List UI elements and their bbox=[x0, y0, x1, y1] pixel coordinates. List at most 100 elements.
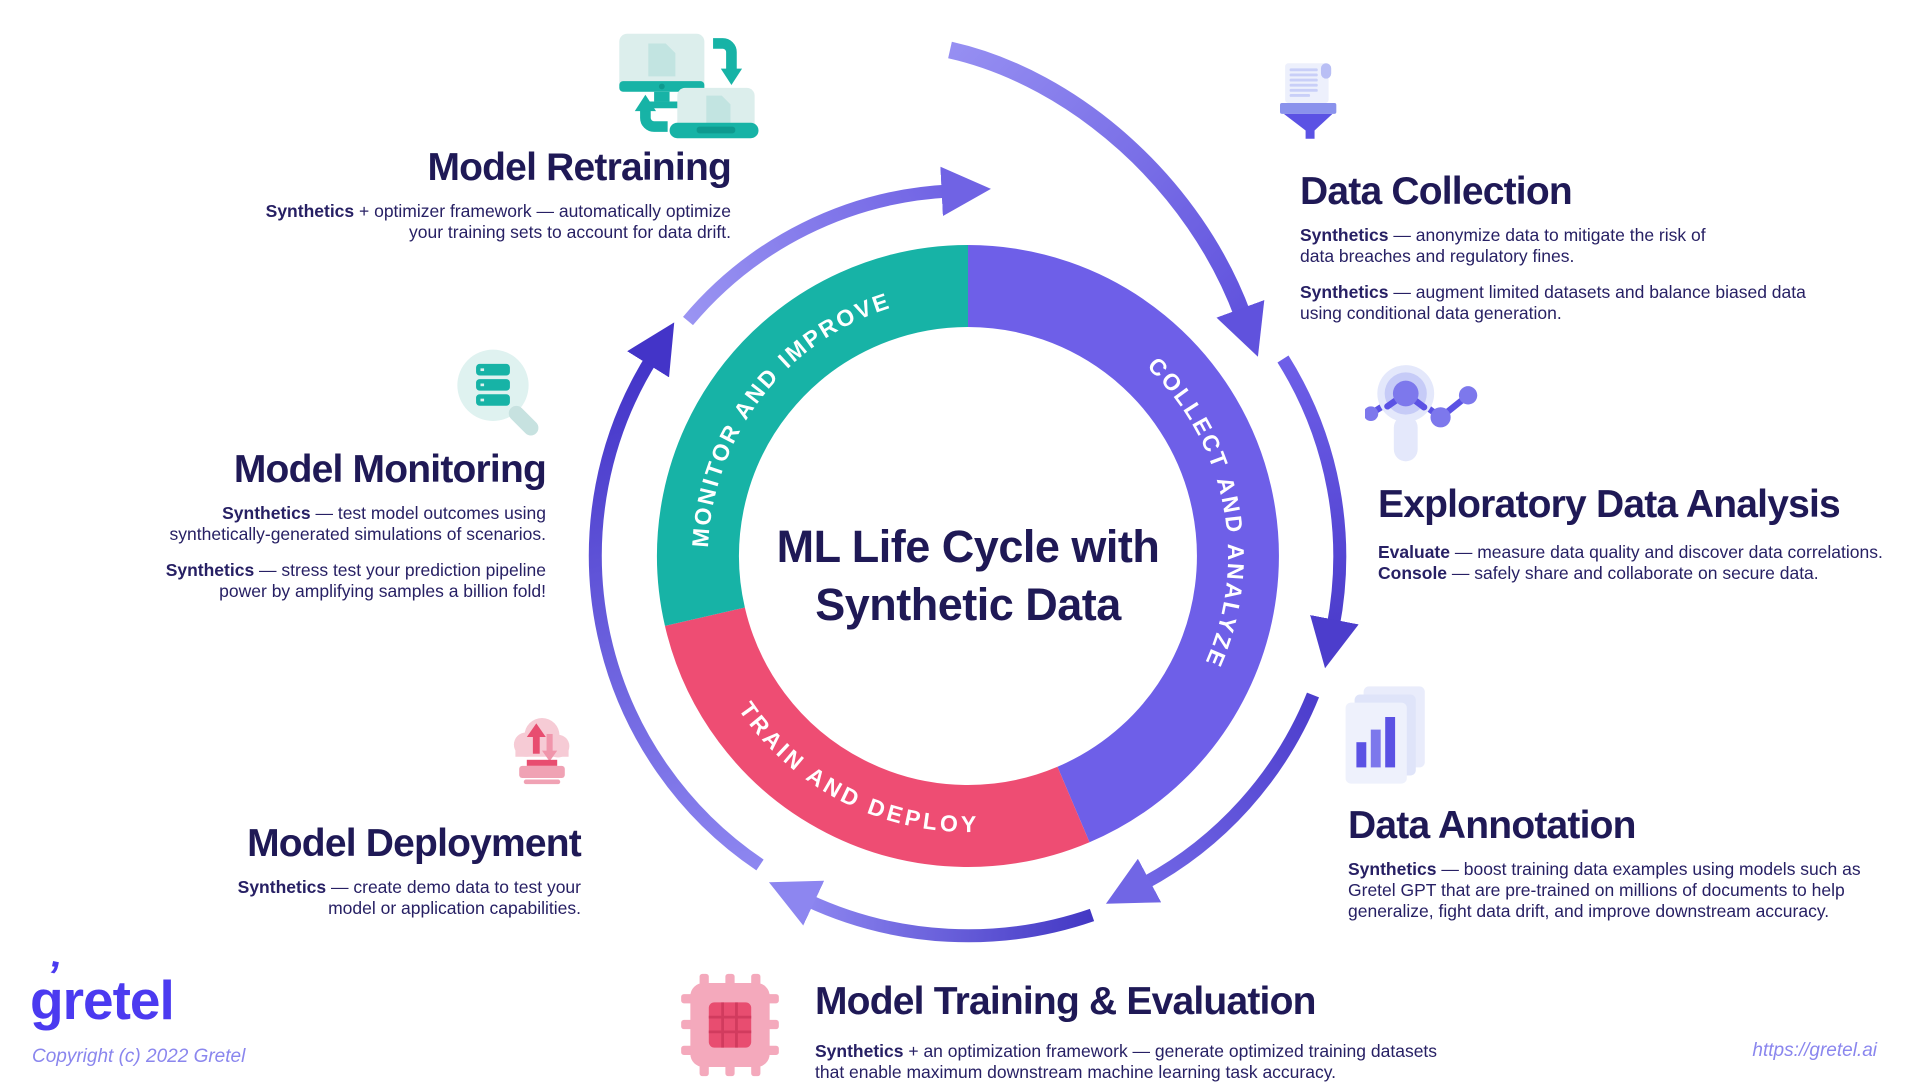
diagram-title: ML Life Cycle with Synthetic Data bbox=[608, 518, 1328, 634]
paragraph: Synthetics — boost training data example… bbox=[1348, 859, 1920, 922]
text-line: Synthetics — test model outcomes using bbox=[26, 503, 546, 524]
section-model-deployment: Model Deployment Synthetics — create dem… bbox=[61, 822, 582, 919]
text-line: model or application capabilities. bbox=[61, 898, 581, 919]
lead-word: Console bbox=[1378, 563, 1448, 583]
section-model-training-evaluation: Model Training & Evaluation Synthetics +… bbox=[815, 980, 1535, 1083]
scatter-magnifier-icon bbox=[1365, 365, 1478, 462]
paragraph: Synthetics + an optimization framework —… bbox=[815, 1041, 1535, 1083]
section-title-model-monitoring: Model Monitoring bbox=[233, 448, 547, 491]
database-magnifier-icon bbox=[457, 349, 539, 436]
paragraph: Evaluate — measure data quality and disc… bbox=[1378, 542, 1920, 584]
lead-word: Synthetics bbox=[165, 560, 255, 580]
line-text: — augment limited datasets and balance b… bbox=[1388, 282, 1806, 302]
cycle-arrow-top-left-icon bbox=[683, 166, 991, 326]
paragraph: Synthetics — augment limited datasets an… bbox=[1300, 282, 1900, 324]
cycle-arrow-top-icon bbox=[948, 41, 1265, 357]
section-model-monitoring: Model Monitoring Synthetics — test model… bbox=[26, 448, 547, 602]
lead-word: Synthetics bbox=[265, 201, 355, 221]
monitors-sync-icon bbox=[619, 33, 759, 139]
text-line: using conditional data generation. bbox=[1300, 303, 1900, 324]
text-line: Synthetics + an optimization framework —… bbox=[815, 1041, 1535, 1062]
text-line: Synthetics — stress test your prediction… bbox=[26, 560, 546, 581]
line-text: — stress test your prediction pipeline bbox=[254, 560, 546, 580]
line-text: generalize, fight data drift, and improv… bbox=[1348, 901, 1830, 921]
text-line: your training sets to account for data d… bbox=[171, 222, 731, 243]
line-text: — safely share and collaborate on secure… bbox=[1447, 563, 1819, 583]
document-funnel-shapes bbox=[1280, 63, 1337, 139]
line-text: + an optimization framework — generate o… bbox=[903, 1041, 1438, 1061]
ring-segment-monitor-improve bbox=[657, 245, 969, 626]
line-text: — boost training data examples using mod… bbox=[1436, 859, 1861, 879]
text-line: Synthetics + optimizer framework — autom… bbox=[171, 201, 731, 222]
paragraph: Synthetics — test model outcomes using s… bbox=[26, 503, 546, 545]
cycle-arrow-left-icon bbox=[588, 322, 764, 871]
text-line: synthetically-generated simulations of s… bbox=[26, 524, 546, 545]
lead-word: Synthetics bbox=[1300, 225, 1389, 245]
chip-shapes bbox=[681, 973, 779, 1077]
cloud-transfer-shapes bbox=[513, 718, 570, 785]
section-model-retraining: Model Retraining Synthetics + optimizer … bbox=[171, 146, 732, 243]
lead-word: Evaluate bbox=[1378, 542, 1450, 562]
diagram-title-line2: Synthetic Data bbox=[815, 579, 1121, 630]
document-funnel-icon bbox=[1280, 63, 1337, 139]
chip-icon bbox=[681, 973, 779, 1077]
line-text: that enable maximum downstream machine l… bbox=[815, 1062, 1337, 1082]
section-title-data-annotation: Data Annotation bbox=[1348, 804, 1637, 847]
section-exploratory-data-analysis: Exploratory Data Analysis Evaluate — mea… bbox=[1378, 483, 1920, 584]
section-body-model-deployment: Synthetics — create demo data to test yo… bbox=[61, 877, 581, 919]
line-text: power by amplifying samples a billion fo… bbox=[219, 581, 546, 601]
line-text: model or application capabilities. bbox=[328, 898, 581, 918]
text-line: Gretel GPT that are pre-trained on milli… bbox=[1348, 880, 1920, 901]
paragraph: Synthetics + optimizer framework — autom… bbox=[171, 201, 731, 243]
diagram-title-line1: ML Life Cycle with bbox=[776, 521, 1160, 572]
section-body-model-monitoring: Synthetics — test model outcomes using s… bbox=[26, 503, 546, 602]
line-text: Gretel GPT that are pre-trained on milli… bbox=[1348, 880, 1845, 900]
text-line: Synthetics — create demo data to test yo… bbox=[61, 877, 581, 898]
section-data-annotation: Data Annotation Synthetics — boost train… bbox=[1348, 804, 1920, 922]
paragraph: Synthetics — create demo data to test yo… bbox=[61, 877, 581, 919]
text-line: that enable maximum downstream machine l… bbox=[815, 1062, 1535, 1083]
section-body-model-retraining: Synthetics + optimizer framework — autom… bbox=[171, 201, 731, 243]
section-title-data-collection: Data Collection bbox=[1300, 170, 1573, 213]
gretel-logo-text: gretel bbox=[30, 969, 175, 1031]
cycle-arrow-right-icon bbox=[1277, 355, 1359, 669]
ring-segment-train-deploy bbox=[664, 606, 1090, 867]
gretel-logo: ʼ gretel bbox=[30, 951, 175, 1032]
text-line: data breaches and regulatory fines. bbox=[1300, 246, 1900, 267]
lead-word: Synthetics bbox=[1300, 282, 1389, 302]
section-title-exploratory-data-analysis: Exploratory Data Analysis bbox=[1378, 483, 1841, 526]
line-text: your training sets to account for data d… bbox=[409, 222, 731, 242]
line-text: — create demo data to test your bbox=[326, 877, 581, 897]
line-text: data breaches and regulatory fines. bbox=[1300, 246, 1575, 266]
section-title-model-deployment: Model Deployment bbox=[247, 822, 582, 865]
text-line: power by amplifying samples a billion fo… bbox=[26, 581, 546, 602]
text-line: Console — safely share and collaborate o… bbox=[1378, 563, 1920, 584]
text-line: Synthetics — boost training data example… bbox=[1348, 859, 1920, 880]
text-line: generalize, fight data drift, and improv… bbox=[1348, 901, 1920, 922]
lead-word: Synthetics bbox=[237, 877, 327, 897]
cloud-transfer-icon bbox=[513, 718, 570, 785]
lifecycle-ring bbox=[657, 245, 1279, 867]
line-text: using conditional data generation. bbox=[1300, 303, 1562, 323]
text-line: Synthetics — anonymize data to mitigate … bbox=[1300, 225, 1900, 246]
lead-word: Synthetics bbox=[1348, 859, 1437, 879]
line-text: — measure data quality and discover data… bbox=[1449, 542, 1883, 562]
copyright-text: Copyright (c) 2022 Gretel bbox=[32, 1046, 246, 1067]
documents-chart-icon bbox=[1345, 686, 1425, 784]
paragraph: Synthetics — stress test your prediction… bbox=[26, 560, 546, 602]
lead-word: Synthetics bbox=[222, 503, 311, 523]
line-text: + optimizer framework — automatically op… bbox=[354, 201, 731, 221]
section-body-data-annotation: Synthetics — boost training data example… bbox=[1348, 859, 1920, 922]
ring-segment-collect-analyze bbox=[967, 245, 1279, 843]
lead-word: Synthetics bbox=[815, 1041, 904, 1061]
cycle-arrow-bottom-right-icon bbox=[1105, 692, 1320, 904]
documents-chart-shapes bbox=[1345, 686, 1425, 784]
section-body-model-training-evaluation: Synthetics + an optimization framework —… bbox=[815, 1041, 1535, 1083]
line-text: — test model outcomes using bbox=[310, 503, 546, 523]
cycle-arrows bbox=[588, 41, 1359, 943]
section-body-data-collection: Synthetics — anonymize data to mitigate … bbox=[1300, 225, 1900, 324]
section-data-collection: Data Collection Synthetics — anonymize d… bbox=[1300, 170, 1900, 324]
site-url-link[interactable]: https://gretel.ai bbox=[1752, 1040, 1877, 1061]
